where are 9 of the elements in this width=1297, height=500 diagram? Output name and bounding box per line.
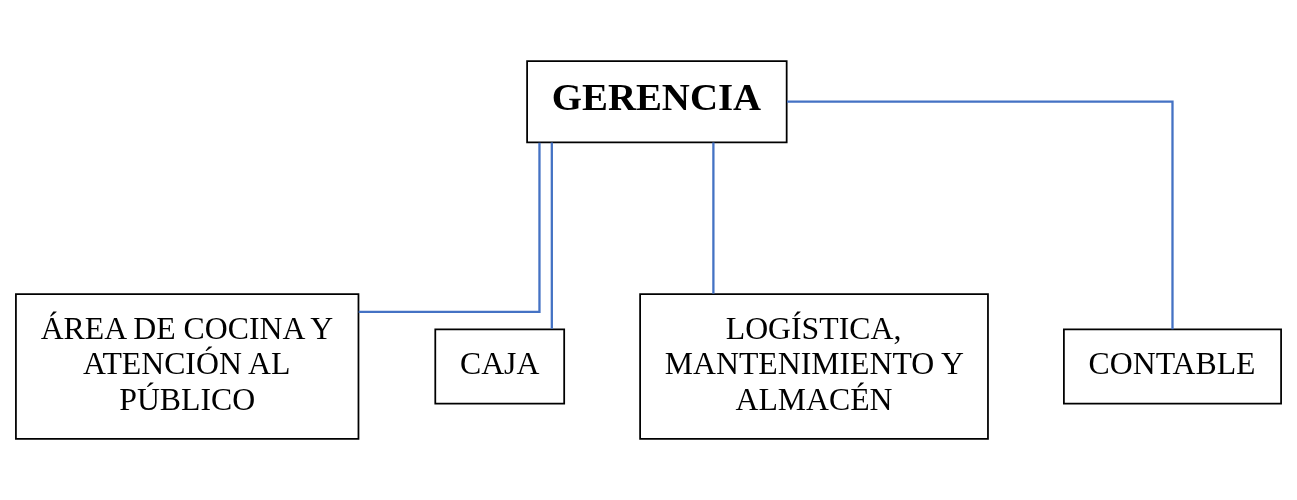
connector — [550, 142, 553, 329]
connector — [787, 100, 1174, 330]
node-box: CAJA — [434, 328, 566, 405]
connector — [358, 142, 541, 313]
node-box: LOGÍSTICA, MANTENIMIENTO Y ALMACÉN — [639, 293, 989, 440]
node-box: ÁREA DE COCINA Y ATENCIÓN AL PÚBLICO — [15, 293, 360, 440]
node-box: GERENCIA — [526, 60, 788, 144]
connector — [712, 142, 715, 294]
node-box: CONTABLE — [1063, 328, 1282, 405]
